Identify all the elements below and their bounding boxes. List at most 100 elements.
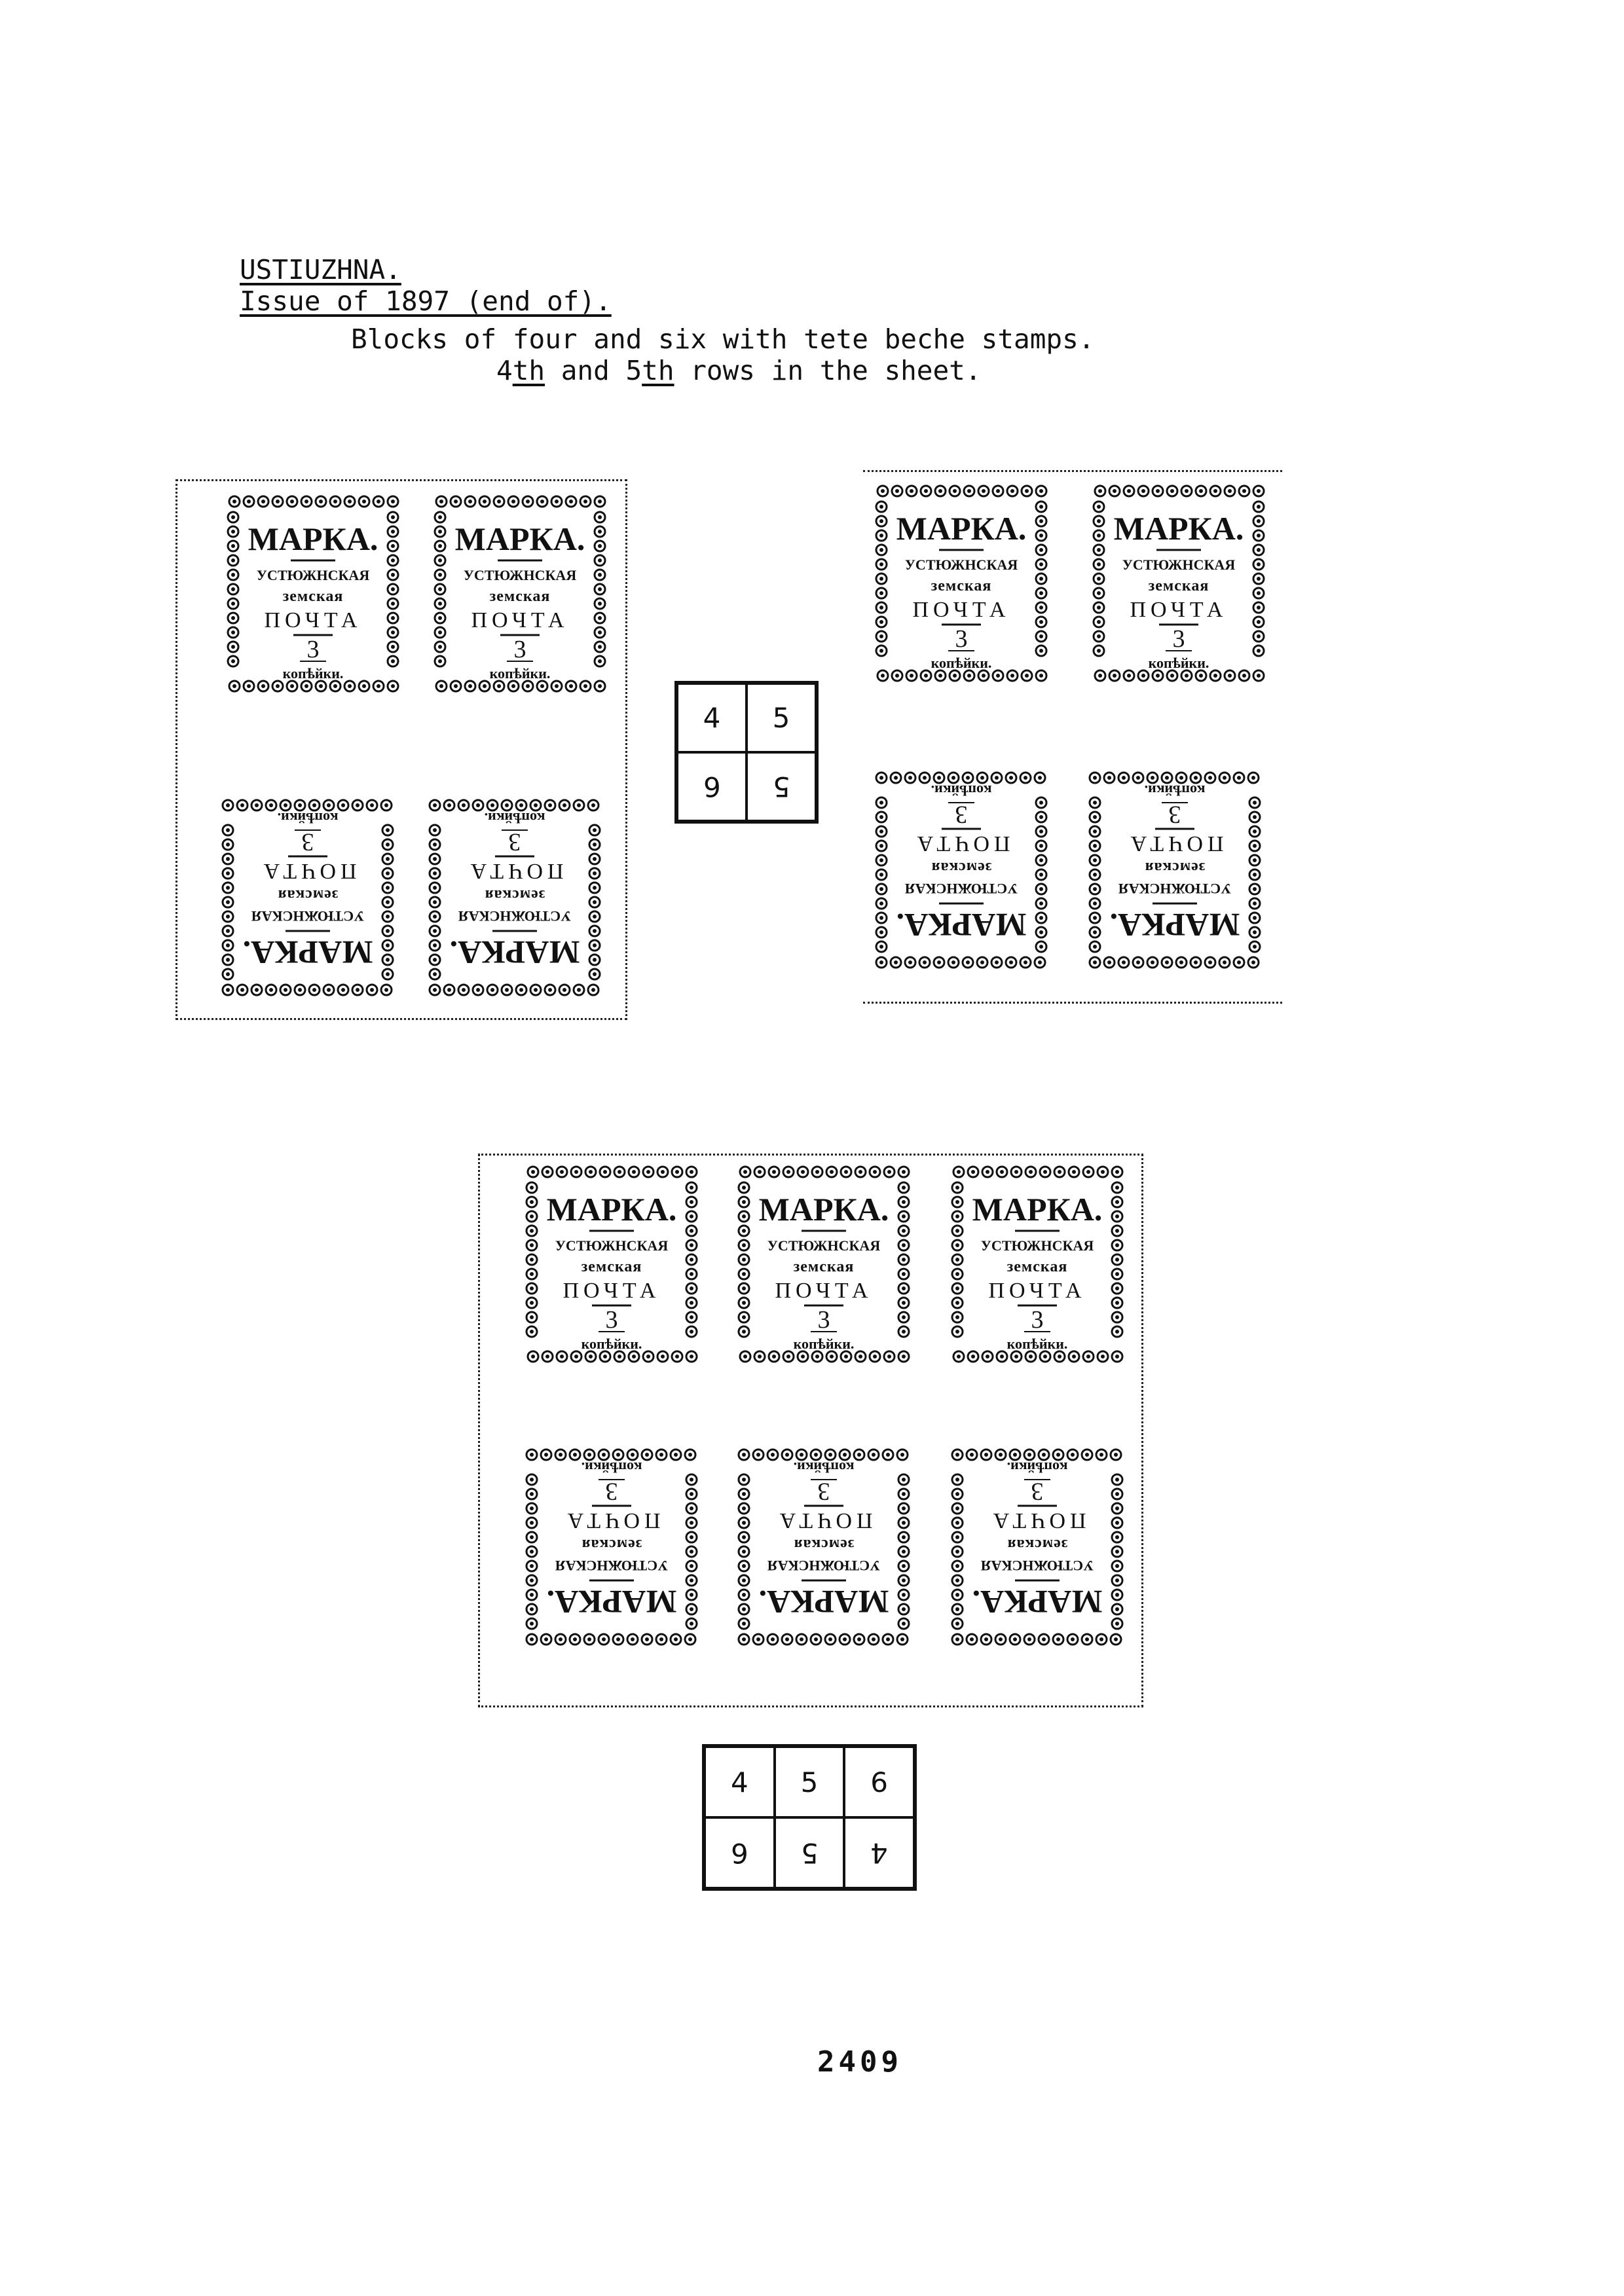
position-diagram-four: 4 5 6 5 xyxy=(674,681,819,824)
svg-text:3: 3 xyxy=(514,636,526,663)
svg-text:земская: земская xyxy=(931,577,992,594)
stamp-inverted: МАРКА. УСТЮЖНСКАЯ земская ПОЧТА 3 копѣйки. xyxy=(524,1447,699,1647)
svg-text:3: 3 xyxy=(1169,801,1181,828)
svg-text:МАРКА.: МАРКА. xyxy=(896,907,1027,943)
svg-text:УСТЮЖНСКАЯ: УСТЮЖНСКАЯ xyxy=(464,567,577,583)
svg-text:земская: земская xyxy=(581,1536,642,1553)
svg-text:УСТЮЖНСКАЯ: УСТЮЖНСКАЯ xyxy=(905,556,1018,573)
issue-heading: Issue of 1897 (end of). xyxy=(240,285,612,317)
svg-text:земская: земская xyxy=(931,859,992,876)
svg-text:земская: земская xyxy=(794,1258,855,1275)
svg-text:УСТЮЖНСКАЯ: УСТЮЖНСКАЯ xyxy=(1118,881,1232,897)
svg-text:ПОЧТА: ПОЧТА xyxy=(913,831,1010,856)
svg-text:копѣйки.: копѣйки. xyxy=(1007,1459,1068,1476)
page-number: 2409 xyxy=(817,2045,902,2079)
svg-text:копѣйки.: копѣйки. xyxy=(931,655,992,671)
svg-text:3: 3 xyxy=(955,801,968,828)
svg-text:3: 3 xyxy=(509,828,521,856)
svg-text:ПОЧТА: ПОЧТА xyxy=(775,1279,873,1303)
svg-text:копѣйки.: копѣйки. xyxy=(283,665,344,682)
svg-text:УСТЮЖНСКАЯ: УСТЮЖНСКАЯ xyxy=(251,908,365,924)
svg-text:МАРКА.: МАРКА. xyxy=(1110,907,1240,943)
svg-text:МАРКА.: МАРКА. xyxy=(243,934,373,971)
svg-text:УСТЮЖНСКАЯ: УСТЮЖНСКАЯ xyxy=(905,881,1018,897)
svg-text:копѣйки.: копѣйки. xyxy=(490,665,551,682)
svg-text:земская: земская xyxy=(485,886,545,903)
diagram-cell: 5 xyxy=(774,1747,845,1817)
svg-text:ПОЧТА: ПОЧТА xyxy=(265,608,362,632)
svg-text:земская: земская xyxy=(1007,1258,1068,1275)
svg-text:ПОЧТА: ПОЧТА xyxy=(563,1279,661,1303)
svg-text:копѣйки.: копѣйки. xyxy=(1149,655,1209,671)
svg-text:земская: земская xyxy=(1007,1536,1068,1553)
diagram-cell-inverted: 6 xyxy=(705,1817,775,1888)
place-heading: USTIUZHNA. xyxy=(240,254,401,285)
perf-line xyxy=(863,1002,1282,1004)
svg-text:МАРКА.: МАРКА. xyxy=(759,1584,889,1620)
svg-text:ПОЧТА: ПОЧТА xyxy=(466,859,564,883)
svg-text:МАРКА.: МАРКА. xyxy=(450,934,580,971)
svg-text:УСТЮЖНСКАЯ: УСТЮЖНСКАЯ xyxy=(555,1558,669,1574)
svg-text:МАРКА.: МАРКА. xyxy=(759,1191,889,1228)
svg-text:копѣйки.: копѣйки. xyxy=(1007,1336,1068,1352)
svg-text:ПОЧТА: ПОЧТА xyxy=(1130,598,1228,622)
svg-text:земская: земская xyxy=(283,588,344,605)
svg-text:копѣйки.: копѣйки. xyxy=(278,810,339,826)
svg-text:земская: земская xyxy=(794,1536,855,1553)
svg-text:земская: земская xyxy=(490,588,551,605)
svg-text:ПОЧТА: ПОЧТА xyxy=(775,1508,873,1533)
svg-text:УСТЮЖНСКАЯ: УСТЮЖНСКАЯ xyxy=(1122,556,1236,573)
svg-text:УСТЮЖНСКАЯ: УСТЮЖНСКАЯ xyxy=(981,1237,1094,1254)
svg-text:3: 3 xyxy=(307,636,320,663)
svg-text:копѣйки.: копѣйки. xyxy=(1145,782,1206,799)
svg-text:МАРКА.: МАРКА. xyxy=(972,1191,1103,1228)
svg-text:МАРКА.: МАРКА. xyxy=(547,1584,677,1620)
svg-text:УСТЮЖНСКАЯ: УСТЮЖНСКАЯ xyxy=(257,567,370,583)
svg-text:УСТЮЖНСКАЯ: УСТЮЖНСКАЯ xyxy=(981,1558,1094,1574)
svg-text:копѣйки.: копѣйки. xyxy=(581,1336,642,1352)
svg-text:ПОЧТА: ПОЧТА xyxy=(471,608,569,632)
diagram-cell-inverted: 6 xyxy=(677,752,747,821)
svg-text:копѣйки.: копѣйки. xyxy=(794,1459,855,1476)
svg-text:3: 3 xyxy=(818,1478,830,1505)
svg-text:МАРКА.: МАРКА. xyxy=(972,1584,1103,1620)
description-line-2: 4th and 5th rows in the sheet. xyxy=(496,355,982,386)
diagram-cell: 4 xyxy=(705,1747,775,1817)
diagram-cell: 5 xyxy=(747,683,816,752)
svg-text:копѣйки.: копѣйки. xyxy=(581,1459,642,1476)
diagram-cell-inverted: 5 xyxy=(774,1817,845,1888)
svg-text:3: 3 xyxy=(606,1478,618,1505)
svg-text:ПОЧТА: ПОЧТА xyxy=(1126,831,1224,856)
svg-text:МАРКА.: МАРКА. xyxy=(896,510,1027,547)
diagram-cell-inverted: 4 xyxy=(844,1817,914,1888)
block-outline xyxy=(175,479,627,1020)
svg-text:3: 3 xyxy=(302,828,314,856)
svg-text:земская: земская xyxy=(581,1258,642,1275)
svg-text:3: 3 xyxy=(1031,1306,1044,1334)
svg-text:МАРКА.: МАРКА. xyxy=(455,520,585,557)
block-outline xyxy=(478,1154,1143,1707)
svg-text:ПОЧТА: ПОЧТА xyxy=(563,1508,661,1533)
diagram-cell-inverted: 5 xyxy=(747,752,816,821)
svg-text:ПОЧТА: ПОЧТА xyxy=(989,1279,1086,1303)
svg-text:ПОЧТА: ПОЧТА xyxy=(913,598,1010,622)
svg-text:3: 3 xyxy=(606,1306,618,1334)
svg-text:УСТЮЖНСКАЯ: УСТЮЖНСКАЯ xyxy=(767,1237,881,1254)
position-diagram-six: 4 5 6 6 5 4 xyxy=(702,1744,917,1891)
svg-text:3: 3 xyxy=(955,625,968,653)
svg-text:земская: земская xyxy=(1149,577,1209,594)
svg-text:копѣйки.: копѣйки. xyxy=(485,810,545,826)
